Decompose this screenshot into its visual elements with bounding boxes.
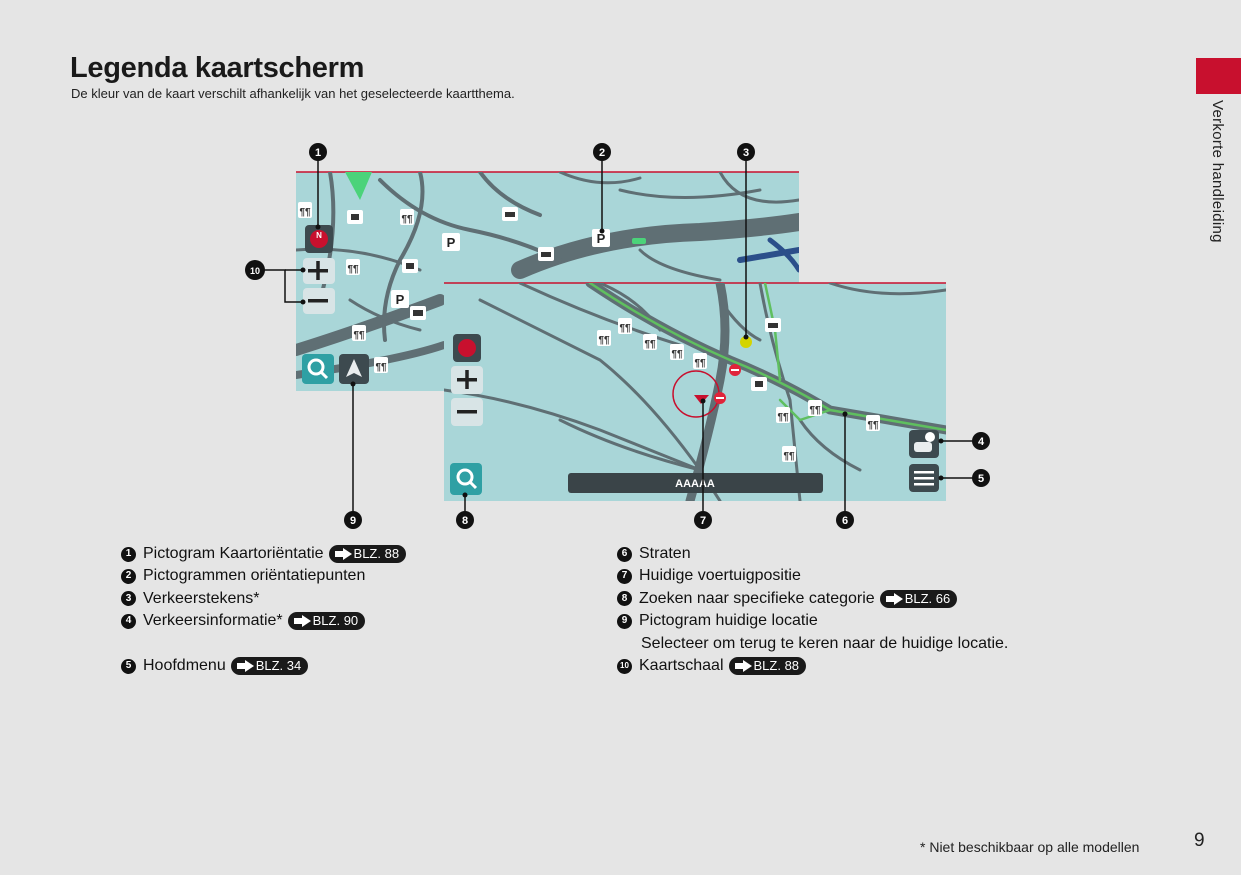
callout-1: 1 [309,143,327,161]
svg-text:AAAAA: AAAAA [675,478,715,490]
svg-text:¶¶: ¶¶ [671,349,683,360]
legend-item-9: 9 Pictogram huidige locatie [617,610,1177,632]
svg-text:¶¶: ¶¶ [783,451,795,462]
legend-number: 8 [617,591,632,607]
svg-text:1: 1 [315,147,321,159]
legend-number: 4 [121,613,136,629]
svg-text:6: 6 [842,515,848,527]
legend-item-6: 6 Straten [617,543,1177,565]
legend-number: 7 [617,569,632,585]
section-tab [1196,58,1241,94]
svg-text:¶¶: ¶¶ [867,420,879,431]
legend-item-7: 7 Huidige voertuigpositie [617,565,1177,587]
svg-text:7: 7 [700,515,706,527]
page-title: Legenda kaartscherm [70,52,365,84]
svg-text:¶¶: ¶¶ [401,214,413,225]
legend-left: 1 Pictogram Kaartoriëntatie BLZ. 88 2 Pi… [121,543,591,677]
callout-8: 8 [456,511,474,529]
legend-number: 2 [121,569,136,585]
svg-text:5: 5 [978,473,984,485]
legend-item-4: 4 Verkeersinformatie* BLZ. 90 [121,610,591,632]
page-ref-link[interactable]: BLZ. 88 [728,657,807,676]
legend-label: Verkeerstekens* [143,589,260,607]
svg-text:¶¶: ¶¶ [809,405,821,416]
section-label: Verkorte handleiding [1209,100,1226,243]
page-ref-link[interactable]: BLZ. 88 [328,545,407,564]
legend-number: 1 [121,546,136,562]
svg-text:10: 10 [250,266,260,276]
svg-text:N: N [316,231,322,240]
arrow-icon [334,548,352,561]
legend-item-10: 10 Kaartschaal BLZ. 88 [617,655,1177,677]
map-figure: N P P P ¶¶ ¶¶ ¶¶ ¶¶ ¶¶ [245,143,990,529]
svg-text:2: 2 [599,147,605,159]
legend-item-5: 5 Hoofdmenu BLZ. 34 [121,655,591,677]
page-ref-link[interactable]: BLZ. 90 [287,612,366,631]
legend-number: 6 [617,546,632,562]
svg-text:¶¶: ¶¶ [598,335,610,346]
svg-text:¶¶: ¶¶ [375,362,387,373]
legend-number: 3 [121,591,136,607]
legend-number: 9 [617,613,632,629]
footnote: * Niet beschikbaar op alle modellen [920,839,1140,855]
callout-4: 4 [972,432,990,450]
legend-item-1: 1 Pictogram Kaartoriëntatie BLZ. 88 [121,543,591,565]
legend-label: Huidige voertuigpositie [639,567,801,585]
arrow-icon [885,592,903,605]
svg-text:¶¶: ¶¶ [619,323,631,334]
callout-5: 5 [972,469,990,487]
arrow-icon [734,660,752,673]
svg-text:P: P [447,235,456,250]
legend-label: Straten [639,545,691,562]
callout-2: 2 [593,143,611,161]
svg-text:P: P [597,231,606,246]
callout-7: 7 [694,511,712,529]
callout-10: 10 [245,260,265,280]
legend-item-9-description: Selecteer om terug te keren naar de huid… [641,634,1009,652]
legend-label: Kaartschaal [639,656,724,674]
legend-item-2: 2 Pictogrammen oriëntatiepunten [121,565,591,587]
legend-item-8: 8 Zoeken naar specifieke categorie BLZ. … [617,588,1177,610]
legend-label: Pictogrammen oriëntatiepunten [143,567,366,585]
page-subtitle: De kleur van de kaart verschilt afhankel… [71,86,515,101]
svg-text:¶¶: ¶¶ [347,264,359,275]
page-ref-link[interactable]: BLZ. 66 [879,589,958,608]
svg-text:¶¶: ¶¶ [694,358,706,369]
legend-label: Hoofdmenu [143,656,226,674]
legend-label: Verkeersinformatie* [143,612,283,630]
callout-9: 9 [344,511,362,529]
arrow-icon [293,615,311,628]
arrow-icon [236,660,254,673]
legend-label: Pictogram huidige locatie [639,612,818,630]
legend-label: Pictogram Kaartoriëntatie [143,545,324,562]
svg-text:¶¶: ¶¶ [299,207,311,218]
page-ref-link[interactable]: BLZ. 34 [230,657,309,676]
legend-label: Zoeken naar specifieke categorie [639,589,875,607]
legend-number: 5 [121,658,136,674]
map-screen-front: AAAAA ¶¶ ¶¶ ¶¶ ¶¶ ¶¶ ¶¶ ¶¶ ¶¶ ¶¶ [444,282,946,501]
svg-text:P: P [396,292,405,307]
legend-right: 6 Straten 7 Huidige voertuigpositie 8 Zo… [617,543,1177,677]
svg-text:8: 8 [462,515,468,527]
svg-text:¶¶: ¶¶ [353,330,365,341]
svg-text:4: 4 [978,436,985,448]
svg-text:9: 9 [350,515,356,527]
legend-item-3: 3 Verkeerstekens* [121,588,591,610]
legend-number: 10 [617,658,632,674]
svg-text:¶¶: ¶¶ [644,339,656,350]
page-number: 9 [1194,830,1205,851]
svg-text:3: 3 [743,147,749,159]
callout-6: 6 [836,511,854,529]
callout-3: 3 [737,143,755,161]
svg-text:¶¶: ¶¶ [777,412,789,423]
